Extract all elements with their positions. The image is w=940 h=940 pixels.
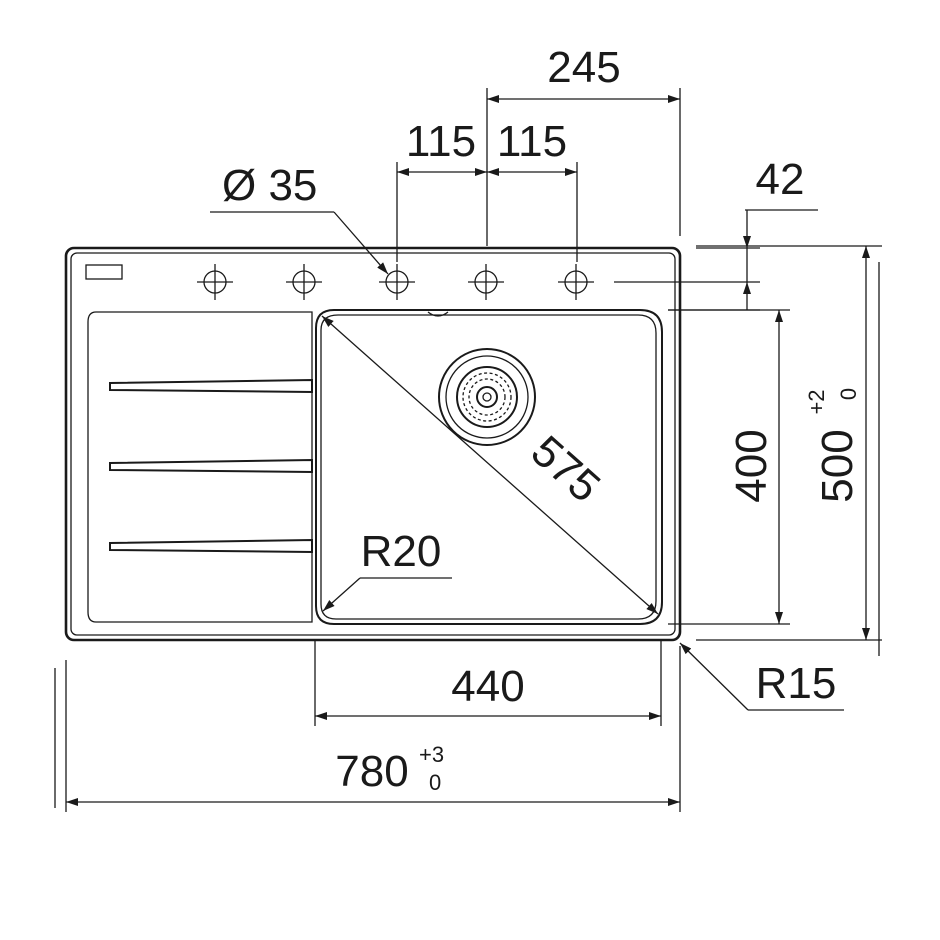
brand-plate [85,264,123,280]
dim-440: 440 [314,640,662,726]
dim-label: 115 [497,117,567,166]
dim-245: 245 [486,43,681,246]
dim-label: 500 [813,429,862,502]
drain-groove [109,538,313,554]
dim-tolerance: 0 [429,770,441,795]
tap-hole-icon [558,264,594,300]
dim-label: 440 [451,662,524,711]
dim-500: 500 +2 0 [696,245,882,656]
tap-hole-icon [468,264,504,300]
tap-hole-icon [286,264,322,300]
tap-hole-icon [379,264,415,300]
drainboard [87,311,313,623]
dim-r15: R15 [679,642,844,711]
dim-780: 780 +3 0 [54,646,681,812]
tap-holes [197,264,594,300]
tap-hole-icon [197,264,233,300]
dim-label: R20 [361,527,442,576]
dim-115-115: 115 115 [396,117,578,262]
dim-label: 780 [335,747,408,796]
dim-label: 245 [547,43,620,92]
dim-tolerance: +3 [419,742,444,767]
dim-label: 115 [406,117,476,166]
dim-label: 575 [522,426,609,511]
sink-outline [64,246,682,642]
dim-tolerance: 0 [836,388,861,400]
drain-strainer [438,348,536,446]
dim-tolerance: +2 [804,389,829,414]
drain-groove [109,458,313,474]
dim-label: Ø 35 [222,161,317,210]
dim-diameter: Ø 35 [210,161,389,275]
dim-r20: R20 [322,527,452,612]
dim-400: 400 [668,309,790,625]
dim-label: R15 [756,659,837,708]
dim-42: 42 [614,155,818,311]
drain-groove [109,378,313,394]
dim-label: 42 [756,155,805,204]
dim-label: 400 [727,429,776,502]
